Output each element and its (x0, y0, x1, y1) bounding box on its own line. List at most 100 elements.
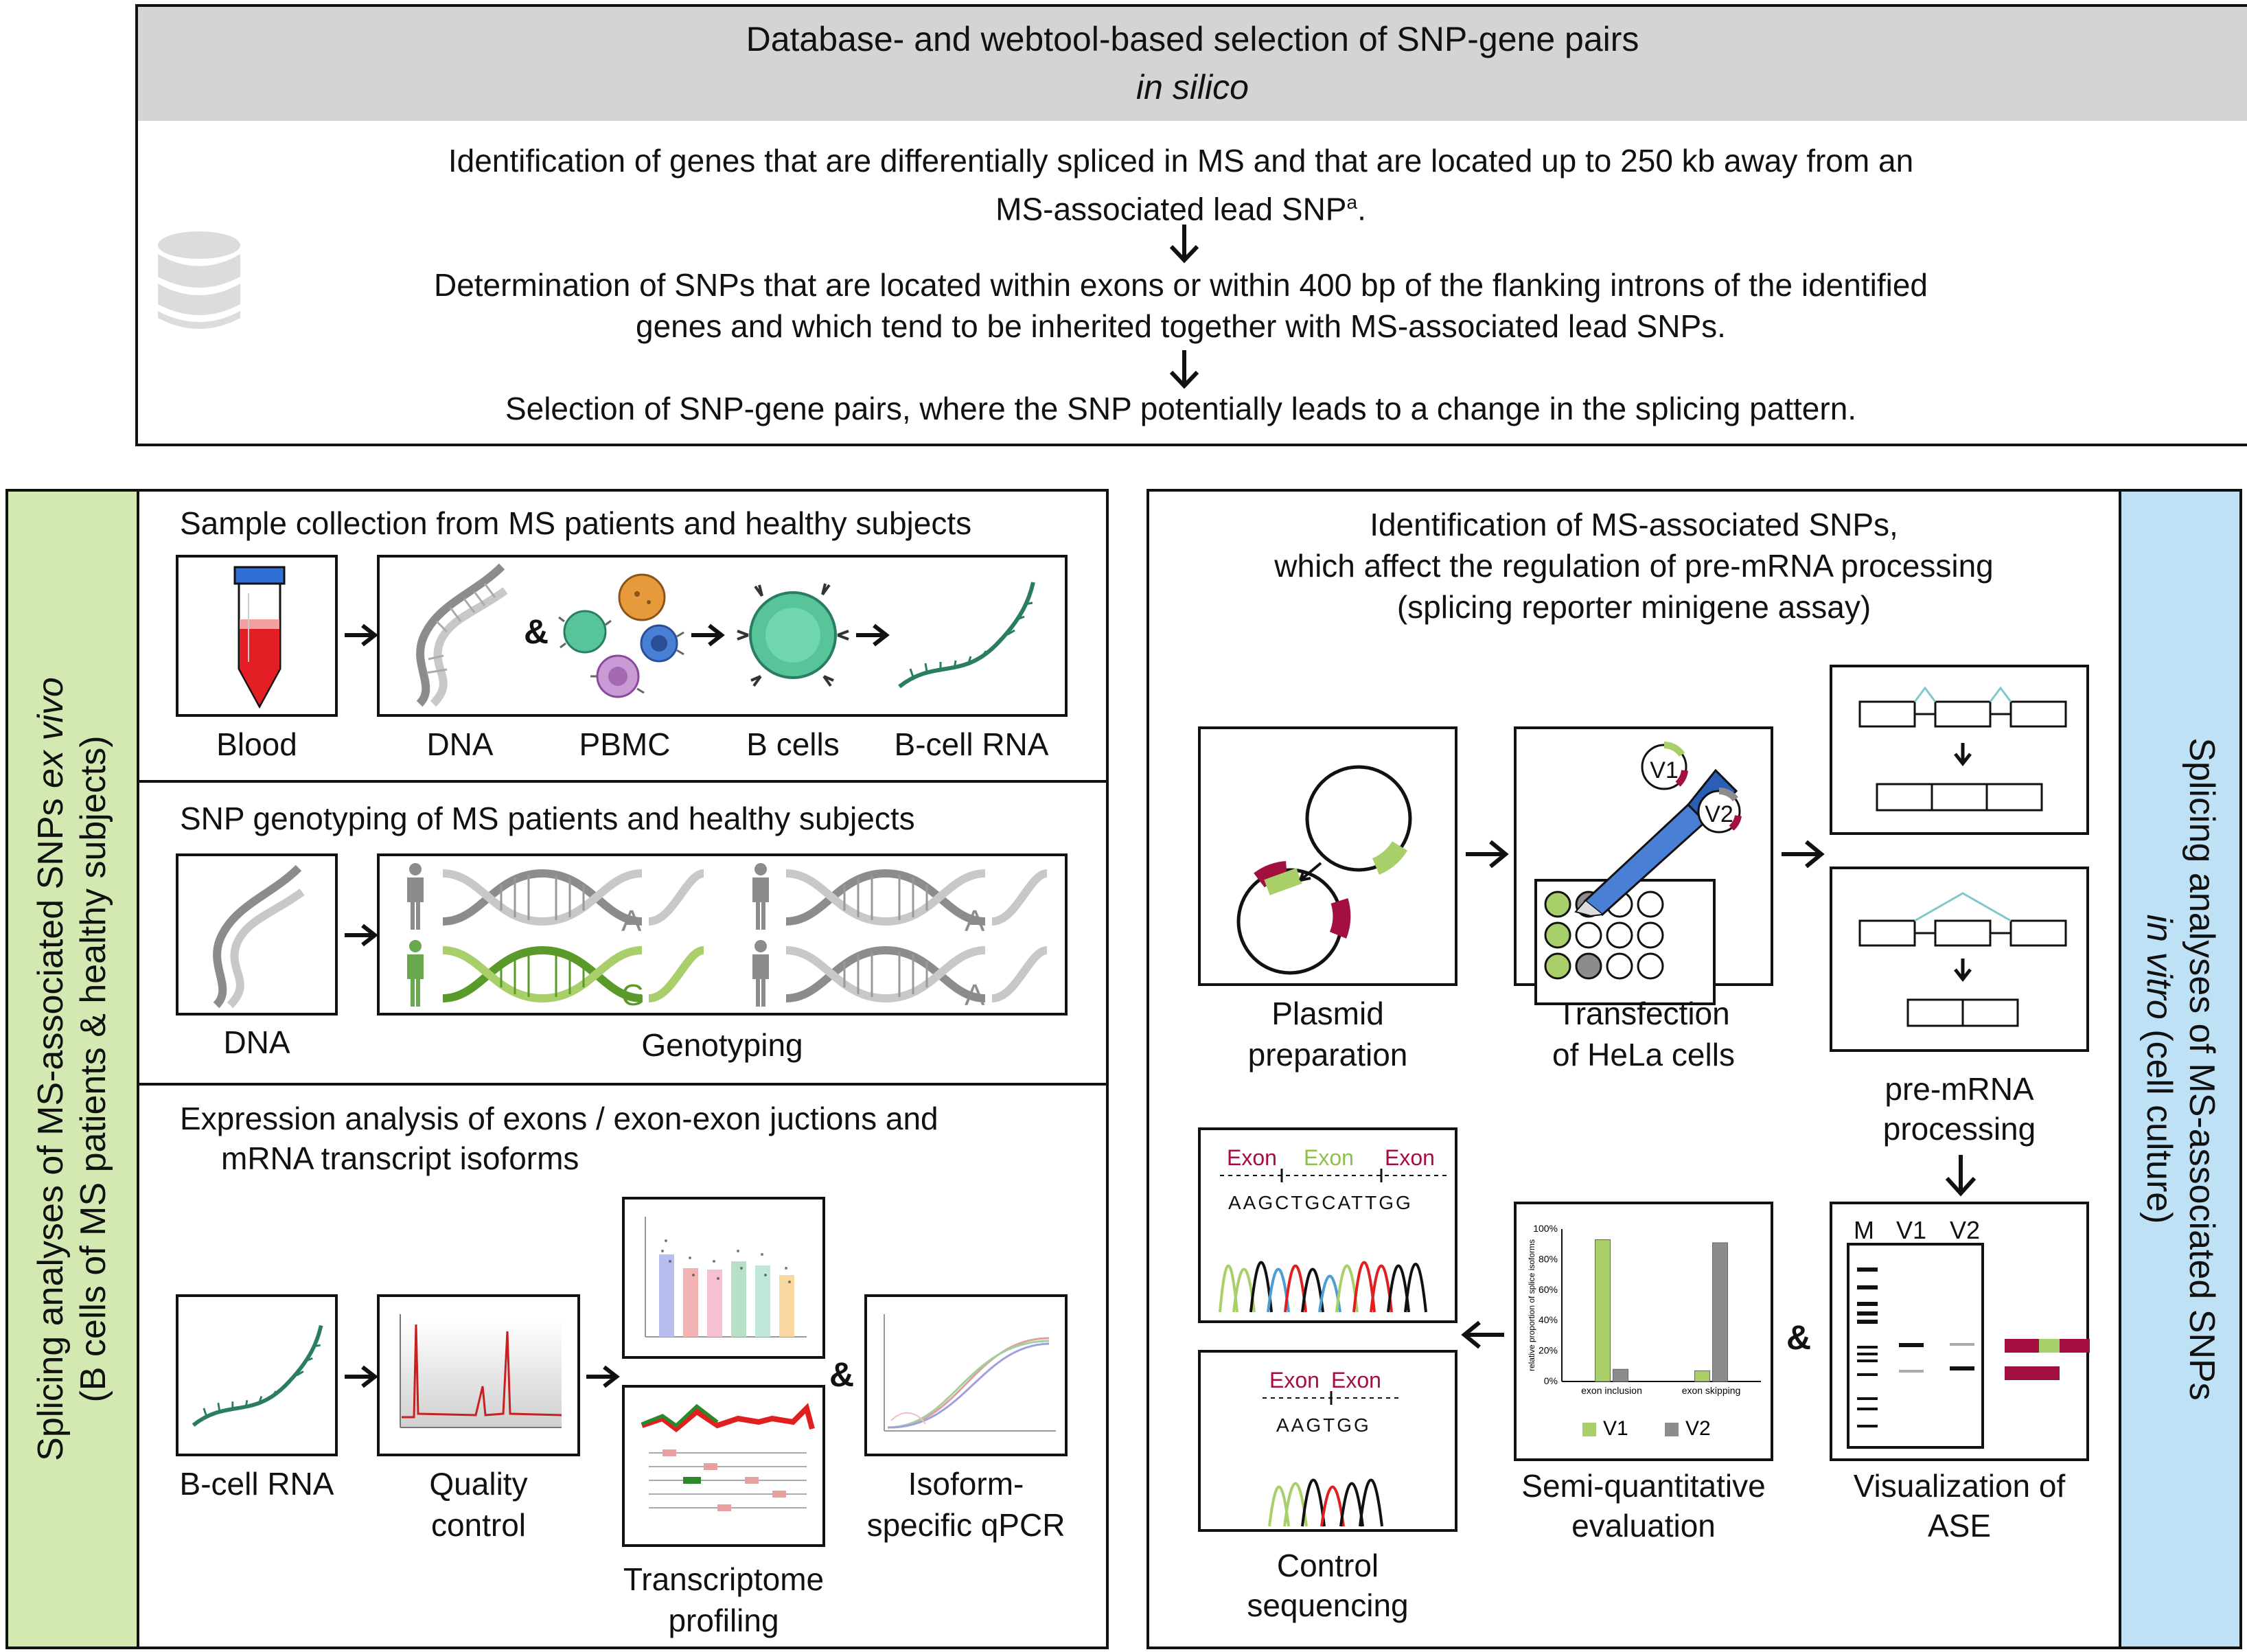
label-iso-1: Isoform- (908, 1466, 1024, 1502)
label-blood: Blood (216, 726, 297, 762)
gel-label-m: M (1854, 1216, 1874, 1244)
qpcr-image-box (864, 1294, 1068, 1456)
right-side-band (2119, 489, 2242, 1649)
allele-4: A (965, 978, 985, 1012)
down-arrow-icon (1945, 1155, 1977, 1197)
left-side-line2: (B cells of MS patients & healthy subjec… (73, 735, 113, 1403)
seq-exon-label-3: Exon (1385, 1145, 1435, 1170)
exon-inclusion-schematic (1858, 686, 2067, 812)
dna-tail-icon (648, 946, 705, 1002)
chart-x-tick-label: exon skipping (1682, 1385, 1741, 1396)
label-ctrl-1: Control (1276, 1548, 1379, 1583)
rna-strand-icon (898, 582, 1035, 689)
label-vis-2: ASE (1927, 1508, 1992, 1544)
label-semi-1: Semi-quantitative (1521, 1468, 1766, 1504)
right-title-1: Identification of MS-associated SNPs, (1370, 507, 1898, 542)
chart-x-tick-label: exon inclusion (1581, 1385, 1642, 1396)
right-arrow-icon (345, 623, 378, 647)
chromatogram-2 (1268, 1478, 1383, 1527)
person-green-icon (407, 940, 424, 1007)
plasmid-v2-label: V2 (1705, 801, 1733, 827)
chart-y-tick-label: 100% (1533, 1223, 1558, 1234)
transfection-image-box: V1 V2 (1514, 726, 1773, 1005)
label-tp-1: Transcriptome (623, 1561, 825, 1597)
label-tp-2: profiling (668, 1603, 779, 1638)
chart-bar (1613, 1368, 1628, 1382)
label-transf-1: Transfection (1557, 996, 1730, 1031)
step1-line1: Identification of genes that are differe… (448, 143, 1914, 179)
label-dna-2: DNA (223, 1024, 290, 1060)
person-icon (407, 863, 424, 930)
right-arrow-icon (345, 923, 378, 947)
sec3-title-2: mRNA transcript isoforms (221, 1140, 579, 1176)
chart-legend-label: V2 (1685, 1417, 1711, 1440)
step1-line2: MS-associated lead SNPa. (254, 183, 2108, 229)
label-genotyping: Genotyping (641, 1027, 803, 1063)
dna-tail-icon (991, 946, 1048, 1002)
seq-bases-2: AAGTGG (1276, 1414, 1371, 1436)
label-plasmid-1: Plasmid (1271, 996, 1384, 1031)
dna-helix-icon (213, 864, 305, 1009)
rna-strand-icon (192, 1324, 323, 1427)
label-qc-1: Quality (429, 1466, 528, 1502)
step1-period: . (1357, 191, 1366, 227)
left-side-title: Splicing analyses of MS-associated SNPs … (30, 520, 115, 1618)
chart-bar (1694, 1370, 1710, 1382)
seq-exon-label-2: Exon (1304, 1145, 1354, 1170)
blood-image (176, 555, 338, 717)
allele-3: G (621, 978, 645, 1012)
chart-legend-swatch (1582, 1423, 1596, 1436)
left-side-line1-a: Splicing analyses of MS-associated SNPs (31, 788, 71, 1461)
left-side-line1: Splicing analyses of MS-associated SNPs … (30, 520, 72, 1618)
chart-y-tick-label: 0% (1544, 1375, 1558, 1386)
seq-ctrl-exon-1: Exon (1269, 1368, 1320, 1392)
qpcr-curve-icon (884, 1314, 1056, 1432)
label-transf-2: of HeLa cells (1552, 1037, 1735, 1072)
top-title: Database- and webtool-based selection of… (746, 20, 1639, 58)
chart-y-tick-label: 60% (1539, 1284, 1558, 1295)
label-iso-2: specific qPCR (866, 1507, 1065, 1543)
left-divider-1 (137, 780, 1109, 783)
well-plate-pipette-icon (1534, 742, 1742, 1005)
label-dna: DNA (426, 726, 494, 762)
top-header-box (135, 4, 2247, 124)
blood-tube-icon (233, 566, 286, 709)
down-arrow-icon (1169, 350, 1199, 389)
right-arrow-icon (1782, 840, 1825, 869)
transcriptome-image-box (622, 1385, 825, 1547)
seq-ctrl-exon-2: Exon (1331, 1368, 1381, 1392)
chart-y-tick-label: 20% (1539, 1345, 1558, 1356)
right-arrow-icon (345, 1365, 378, 1388)
right-arrow-icon (586, 1365, 620, 1388)
label-plasmid-2: preparation (1247, 1037, 1408, 1072)
sec1-amp: & (524, 612, 549, 651)
sec3-title-1: Expression analysis of exons / exon-exon… (180, 1101, 938, 1136)
left-arrow-icon (1461, 1320, 1504, 1349)
chart-y-tick-label: 80% (1539, 1253, 1558, 1264)
chart-legend-label: V1 (1603, 1417, 1628, 1440)
dna-horizontal-green (442, 945, 643, 1003)
dna-horizontal-gray (785, 869, 986, 926)
b-cell-icon (737, 583, 849, 687)
dna-tail-icon (991, 869, 1048, 926)
step3: Selection of SNP-gene pairs, where the S… (505, 391, 1857, 426)
exon-skipping-schematic (1858, 892, 2067, 1027)
dna-image-box (176, 853, 338, 1016)
right-side-line2-b: (cell culture) (2139, 1019, 2179, 1224)
label-semi-2: evaluation (1571, 1508, 1716, 1544)
sequencing-v1-box: Exon Exon Exon AAGCTGCATTGG (1198, 1127, 1457, 1323)
seq-ctrl-bracket (1263, 1391, 1400, 1405)
sequencing-control-box: Exon Exon AAGTGG (1198, 1350, 1457, 1532)
step2-line2: genes and which tend to be inherited tog… (636, 308, 1726, 344)
right-arrow-icon (691, 623, 725, 647)
premrna-skipping-box (1830, 867, 2089, 1052)
plasmid-v1-label: V1 (1650, 757, 1679, 783)
rna-image-box (176, 1294, 338, 1456)
chart-bar (1712, 1242, 1728, 1382)
label-premrna-1: pre-mRNA (1885, 1071, 2034, 1107)
left-divider-2 (137, 1083, 1109, 1086)
dna-tail-icon (648, 869, 705, 926)
right-side-line2: in vitro (cell culture) (2138, 520, 2180, 1618)
step1-footnote-mark: a (1346, 192, 1358, 213)
right-arrow-icon (1466, 840, 1509, 869)
